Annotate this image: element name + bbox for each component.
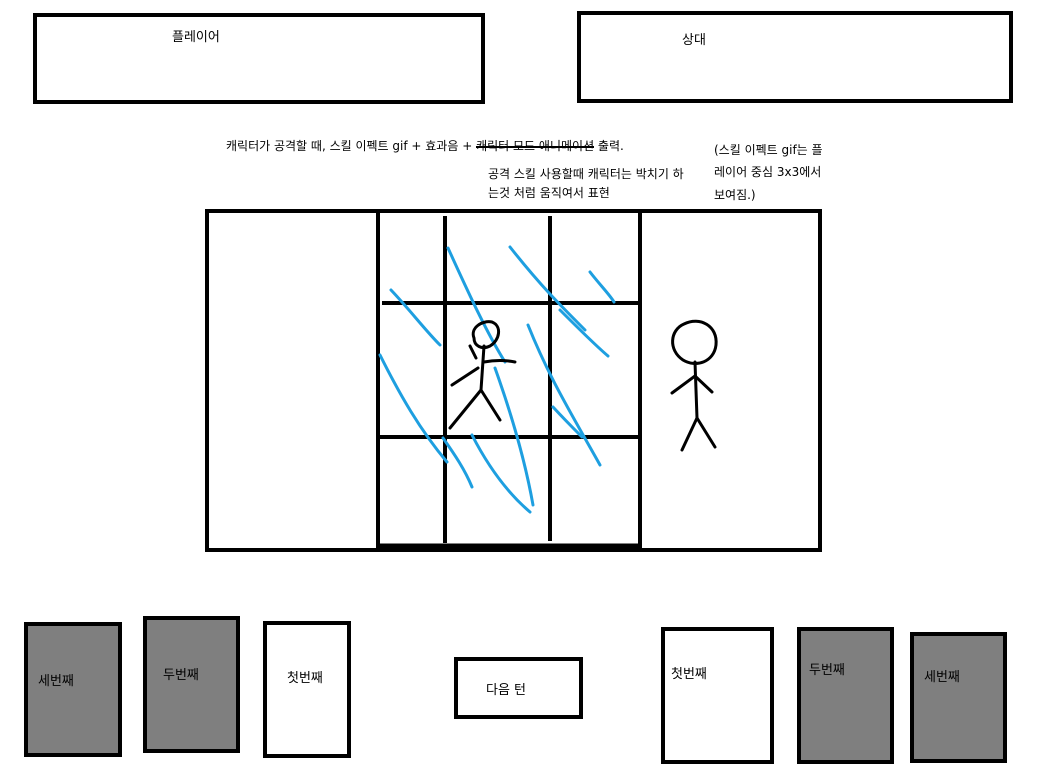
next-turn-label: 다음 턴 (486, 683, 527, 698)
player-card-third-label: 세번째 (38, 674, 74, 689)
player-card-third[interactable]: 세번째 (24, 622, 122, 757)
battle-field (205, 209, 822, 552)
player-card-first[interactable]: 첫번째 (263, 621, 351, 758)
opponent-card-second-label: 두번째 (809, 663, 845, 678)
player-card-second-label: 두번째 (163, 668, 199, 683)
opponent-card-third-label: 세번째 (924, 670, 960, 685)
effect-note-line2: 레이어 중심 3x3에서 (714, 165, 822, 179)
opponent-card-second[interactable]: 두번째 (797, 627, 894, 764)
opponent-card-first[interactable]: 첫번째 (661, 627, 774, 764)
effect-note-line3: 보여짐.) (714, 188, 756, 202)
opponent-panel (577, 11, 1013, 103)
attack-note-struck: 캐릭터 모드 애니메이션 (476, 139, 595, 153)
skill-effect-icon (378, 245, 616, 514)
headbutt-note-line1: 공격 스킬 사용할때 캐릭터는 박치기 하 (488, 167, 684, 181)
next-turn-button[interactable]: 다음 턴 (454, 657, 583, 719)
player-panel (33, 13, 485, 104)
player-panel-label: 플레이어 (172, 30, 220, 45)
effect-note-line1: (스킬 이펙트 gif는 플 (714, 143, 823, 157)
opponent-stick-figure-icon (670, 319, 718, 452)
attack-note-start: 캐릭터가 공격할 때, 스킬 이펙트 gif + 효과음 + (226, 139, 477, 153)
battle-field-frame (205, 209, 822, 552)
player-card-first-label: 첫번째 (287, 671, 323, 686)
headbutt-note-line2: 는것 처럼 움직여서 표현 (488, 186, 610, 200)
attack-note: 캐릭터가 공격할 때, 스킬 이펙트 gif + 효과음 + 캐릭터 모드 애니… (226, 136, 624, 157)
opponent-card-third[interactable]: 세번째 (910, 632, 1007, 763)
player-card-second[interactable]: 두번째 (143, 616, 240, 753)
opponent-card-first-label: 첫번째 (671, 667, 707, 682)
player-stick-figure-icon (448, 320, 517, 430)
opponent-panel-label: 상대 (682, 33, 706, 48)
attack-note-end: 출력. (594, 139, 624, 153)
